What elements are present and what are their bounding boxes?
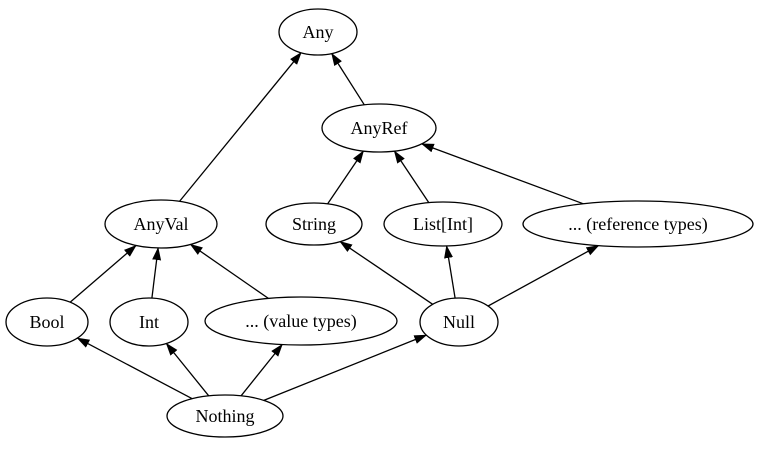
edge-nothing-to-bool xyxy=(76,337,193,400)
node-anyref-label: AnyRef xyxy=(351,118,408,138)
node-null-ellipse xyxy=(419,297,499,347)
node-reftypes: ... (reference types) xyxy=(522,200,754,248)
node-valtypes-ellipse xyxy=(204,296,398,346)
node-int-ellipse xyxy=(109,297,189,347)
node-string-ellipse xyxy=(265,202,363,246)
node-int: Int xyxy=(109,297,189,347)
node-any-ellipse xyxy=(278,8,358,56)
node-anyval-ellipse xyxy=(104,199,218,249)
node-listint-label: List[Int] xyxy=(413,214,473,234)
edge-listint-to-anyref xyxy=(393,150,430,203)
node-bool-ellipse xyxy=(5,297,89,347)
node-valtypes-label: ... (value types) xyxy=(245,311,356,332)
node-string: String xyxy=(265,202,363,246)
node-valtypes: ... (value types) xyxy=(204,296,398,346)
node-bool: Bool xyxy=(5,297,89,347)
edge-nothing-to-null xyxy=(263,334,428,402)
edge-null-to-listint xyxy=(444,245,456,299)
edge-nothing-to-int xyxy=(165,342,210,397)
node-reftypes-label: ... (reference types) xyxy=(568,214,707,235)
node-listint: List[Int] xyxy=(383,201,503,247)
edge-reftypes-to-anyref xyxy=(420,143,584,205)
edge-null-to-reftypes xyxy=(487,245,600,307)
node-bool-label: Bool xyxy=(29,312,64,332)
edge-nothing-to-valtypes xyxy=(240,343,283,397)
node-nothing-ellipse xyxy=(166,394,284,438)
node-null-label: Null xyxy=(443,312,475,332)
edge-int-to-anyval xyxy=(151,247,162,299)
node-anyref: AnyRef xyxy=(321,103,437,153)
edge-anyval-to-any xyxy=(178,51,302,202)
edge-bool-to-anyval xyxy=(69,244,137,303)
node-nothing-label: Nothing xyxy=(195,406,254,426)
node-anyval: AnyVal xyxy=(104,199,218,249)
node-anyref-ellipse xyxy=(321,103,437,153)
node-string-label: String xyxy=(292,214,336,234)
node-any: Any xyxy=(278,8,358,56)
node-anyval-label: AnyVal xyxy=(134,214,189,234)
edge-null-to-string xyxy=(339,241,434,305)
edge-string-to-anyref xyxy=(327,150,364,205)
edge-anyref-to-any xyxy=(331,52,365,106)
node-int-label: Int xyxy=(139,312,159,332)
node-listint-ellipse xyxy=(383,201,503,247)
node-null: Null xyxy=(419,297,499,347)
node-any-label: Any xyxy=(303,22,334,42)
edge-valtypes-to-anyval xyxy=(189,243,269,299)
node-reftypes-ellipse xyxy=(522,200,754,248)
node-nothing: Nothing xyxy=(166,394,284,438)
